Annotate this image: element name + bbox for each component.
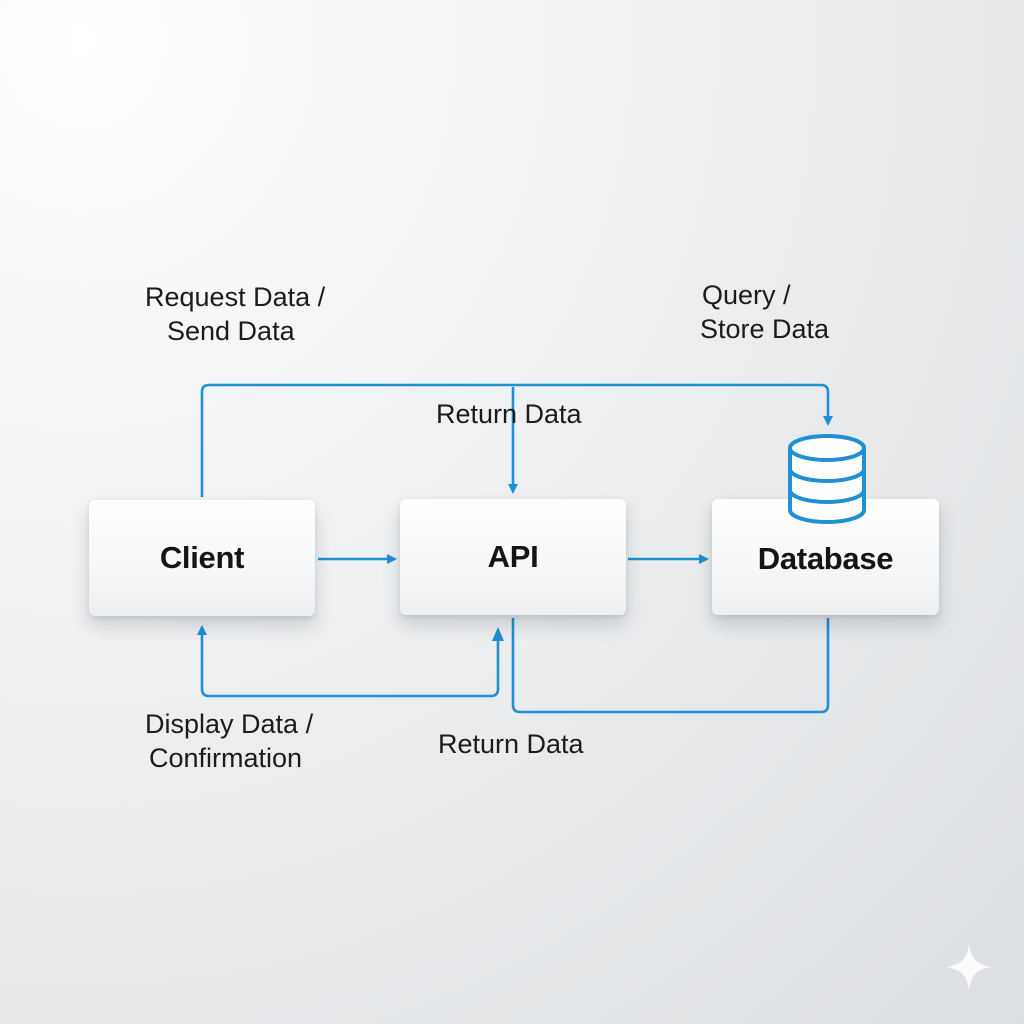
label-return-data-bottom: Return Data [438, 729, 584, 759]
node-api-label: API [487, 539, 539, 574]
node-client: Client [89, 500, 315, 616]
label-request-data: Request Data / [145, 282, 326, 312]
sparkle-icon [946, 944, 992, 990]
label-display-data: Display Data / [145, 709, 314, 739]
connector-api-to-client [197, 625, 500, 698]
label-send-data: Send Data [167, 316, 295, 346]
node-api: API [400, 499, 626, 615]
label-return-data-top: Return Data [436, 399, 582, 429]
label-query: Query / [702, 280, 791, 310]
arrowhead-into-api-bottom [492, 627, 504, 641]
label-confirmation: Confirmation [149, 743, 303, 773]
database-cylinder-icon [788, 434, 866, 524]
node-database: Database [712, 499, 939, 615]
connector-database-to-api [511, 618, 830, 714]
connector-client-to-database [200, 383, 833, 497]
node-client-label: Client [159, 540, 245, 575]
node-database-label: Database [757, 541, 894, 576]
label-store-data: Store Data [700, 314, 830, 344]
